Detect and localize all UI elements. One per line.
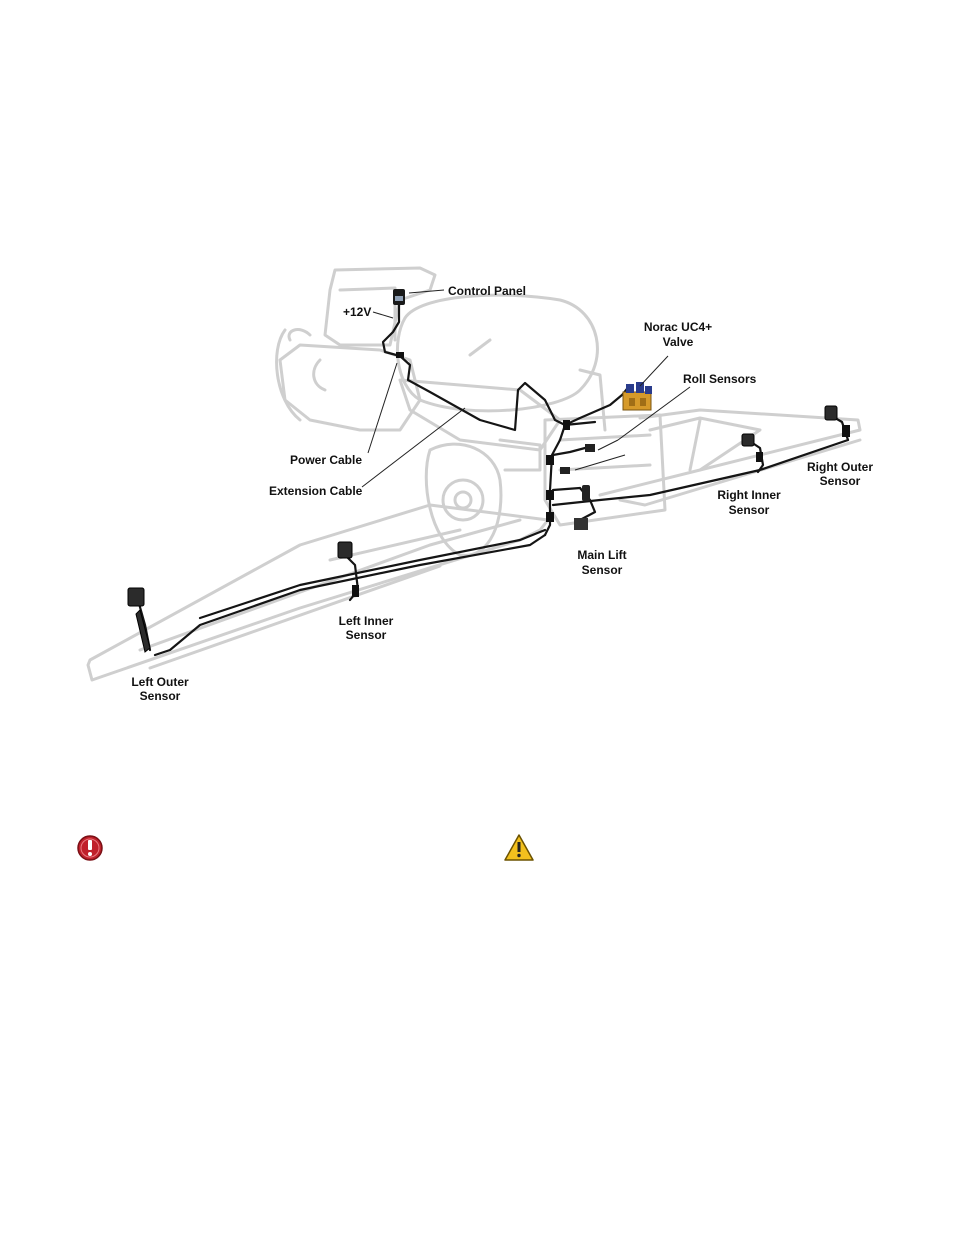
label-left-inner-line2: Sensor [346,628,387,642]
label-left-outer-line1: Left Outer [131,675,189,689]
control-panel-unit [393,289,405,305]
label-power-cable: Power Cable [290,453,362,467]
main-lift-sensor-unit [574,485,590,530]
label-left-outer-line2: Sensor [140,689,181,703]
label-left-inner-line1: Left Inner [339,614,394,628]
label-right-outer-line1: Right Outer [807,460,873,474]
right-outer-sensor-unit [825,406,837,420]
label-extension-cable: Extension Cable [269,484,363,498]
label-control-panel: Control Panel [448,284,526,298]
label-right-inner-line2: Sensor [729,503,770,517]
wiring-harness [138,303,848,655]
label-12v: +12V [343,305,371,319]
label-right-outer-line2: Sensor [820,474,861,488]
label-main-lift-line2: Sensor [582,563,623,577]
label-valve-line1: Norac UC4+ [644,320,712,334]
label-valve-line2: Valve [663,335,694,349]
warning-icon [505,835,533,860]
label-roll-sensors: Roll Sensors [683,372,757,386]
label-main-lift-line1: Main Lift [577,548,626,562]
important-icon [78,836,102,860]
right-inner-sensor-unit [742,434,754,446]
left-outer-sensor-unit [128,588,150,652]
norac-valve-unit [623,382,652,410]
left-inner-sensor-unit [338,542,352,558]
label-right-inner-line1: Right Inner [717,488,781,502]
